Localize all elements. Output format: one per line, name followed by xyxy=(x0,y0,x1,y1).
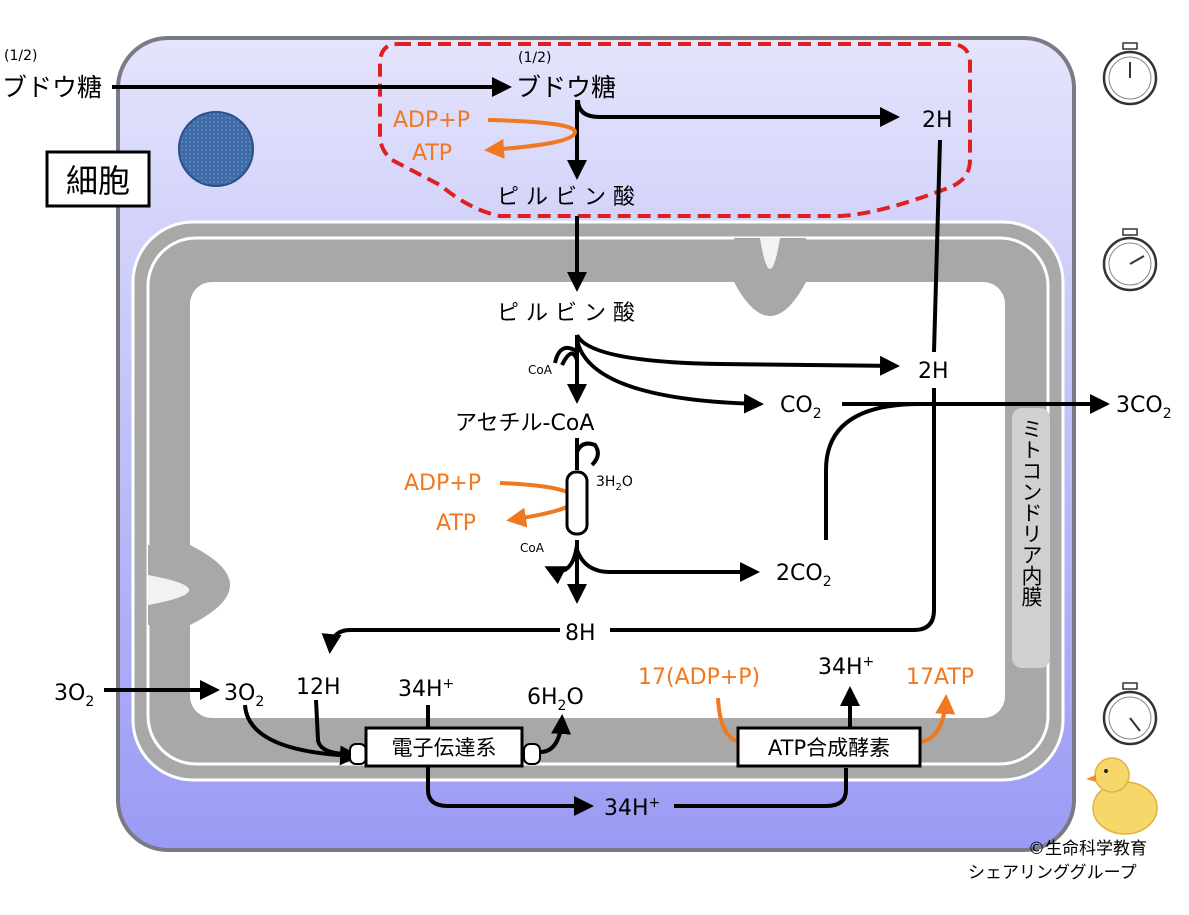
twelve-h: 12H xyxy=(296,675,341,700)
arrow-34h-synthase xyxy=(674,768,848,808)
h34-matrix-synthase: 34H+ xyxy=(818,654,874,680)
cycle-adp: ADP+P xyxy=(404,471,481,496)
arrow-12h-etc xyxy=(314,699,351,756)
glucose-inside: ブドウ糖 xyxy=(516,73,616,102)
three-co2: 3CO2 xyxy=(1116,393,1172,422)
arrow-glycolysis-atp xyxy=(484,118,578,159)
arrow-mito-2h-down xyxy=(610,388,936,632)
acetyl-coa: アセチル-CoA xyxy=(455,411,594,436)
nucleus xyxy=(178,111,254,187)
h34-intermembrane: 34H+ xyxy=(604,795,660,821)
glycolysis-region xyxy=(378,42,972,218)
arrow-cycle-2co2 xyxy=(575,549,760,582)
atp-17: 17ATP xyxy=(906,665,974,690)
arrow-coa-out xyxy=(544,544,579,585)
arrow-etc-h2o xyxy=(539,714,572,754)
glucose-outside: ブドウ糖 xyxy=(2,73,102,102)
copyright-line-2: シェアリンググループ xyxy=(968,863,1137,883)
glucose-half-inside: (1/2) xyxy=(518,50,551,66)
arrow-coa-in xyxy=(560,351,579,366)
arrow-pyruvate-2h xyxy=(575,333,900,376)
arrow-2co2-up xyxy=(824,402,921,540)
glycolysis-2h: 2H xyxy=(922,108,953,133)
pyruvate-cytoplasm: ピ ル ビ ン 酸 xyxy=(497,185,635,210)
stopwatch-icon xyxy=(1102,228,1158,292)
atp-synthase-box[interactable] xyxy=(736,726,922,768)
two-co2: 2CO2 xyxy=(776,561,832,590)
mito-membrane-label: ミトコンドリア内膜 xyxy=(1019,418,1043,607)
etc-right-cap xyxy=(523,743,541,765)
etc-left-cap xyxy=(349,743,367,765)
copyright-line-1: ©生命科学教育 xyxy=(1028,839,1147,859)
coa-out: CoA xyxy=(520,541,545,555)
three-o2-inside: 3O2 xyxy=(224,681,264,710)
cycle-atp: ATP xyxy=(436,511,476,536)
crista-top xyxy=(734,238,806,316)
electron-transport-label: 電子伝達系 xyxy=(392,736,497,760)
pyruvate-mito: ピ ル ビ ン 酸 xyxy=(497,301,635,326)
stopwatch-icon xyxy=(1102,42,1158,106)
arrow-o2-etc xyxy=(243,704,360,766)
pyruvate-2h: 2H xyxy=(918,359,949,384)
three-o2-outside: 3O2 xyxy=(54,681,94,710)
cell-label: 細胞 xyxy=(66,162,130,200)
adp-17: 17(ADP+P) xyxy=(638,665,760,690)
arrow-h2o-in xyxy=(575,441,600,467)
glucose-half-outside: (1/2) xyxy=(4,48,37,64)
eight-h: 8H xyxy=(565,621,596,646)
arrow-pyruvate-co2 xyxy=(575,339,764,414)
cell-label-box xyxy=(45,150,151,208)
mito-membrane-box xyxy=(1012,408,1050,668)
h34-matrix-etc: 34H+ xyxy=(398,676,454,702)
tca-cylinder xyxy=(565,470,589,536)
stopwatch-icon xyxy=(1102,682,1158,746)
atp-synthase-label: ATP合成酵素 xyxy=(768,736,890,760)
arrow-etc-34h xyxy=(426,765,594,816)
glycolysis-adp: ADP+P xyxy=(393,108,470,133)
crista-left xyxy=(148,545,230,625)
coa-in: CoA xyxy=(528,363,553,377)
arrow-2h-down xyxy=(932,139,942,353)
cycle-h2o: 3H2O xyxy=(596,474,633,493)
arrow-8h-12h xyxy=(321,628,560,654)
chick-icon xyxy=(1086,757,1158,835)
arrow-synthase-atp xyxy=(919,694,956,744)
co2-label: CO2 xyxy=(780,393,822,422)
mitochondrion-matrix xyxy=(190,282,1005,718)
electron-transport-box[interactable] xyxy=(364,726,524,768)
six-h2o: 6H2O xyxy=(527,685,584,714)
glycolysis-atp: ATP xyxy=(412,141,452,166)
